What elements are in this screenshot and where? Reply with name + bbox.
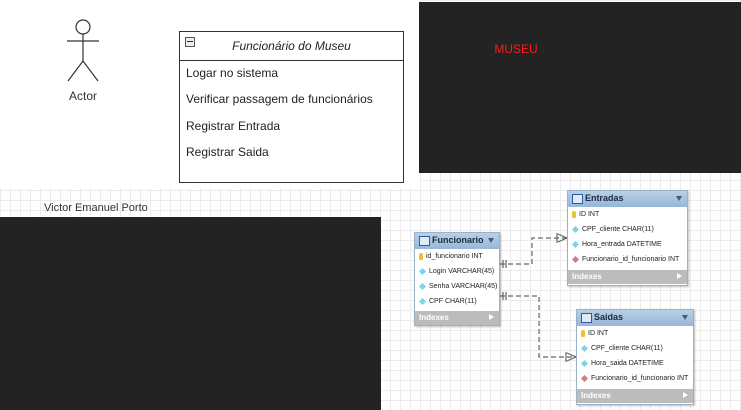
dark-panel — [0, 217, 381, 410]
er-column-label: Funcionario_id_funcionario INT — [591, 375, 689, 382]
chevron-right-icon[interactable] — [489, 314, 494, 320]
er-table-header[interactable]: Funcionario — [415, 233, 499, 249]
uml-item-logar[interactable]: Logar no sistema — [186, 66, 279, 80]
uml-class-header: Funcionário do Museu — [180, 32, 403, 61]
museu-label: MUSEU — [494, 42, 538, 56]
primary-key-icon — [581, 330, 585, 337]
primary-key-icon — [572, 211, 576, 218]
er-column[interactable]: Hora_saida DATETIME — [580, 359, 664, 368]
chevron-down-icon[interactable] — [676, 196, 682, 201]
column-icon — [571, 240, 580, 249]
er-table-header[interactable]: Entradas — [568, 191, 687, 207]
column-icon — [580, 344, 589, 353]
er-column[interactable]: id_funcionario INT — [419, 253, 483, 260]
column-icon — [571, 225, 580, 234]
chevron-right-icon[interactable] — [683, 392, 688, 398]
museu-panel — [419, 2, 741, 173]
er-indexes-label: Indexes — [572, 272, 602, 281]
uml-class-box[interactable]: Funcionário do Museu Logar no sistema Ve… — [179, 31, 404, 183]
er-table-title: Entradas — [585, 193, 624, 203]
column-icon — [418, 297, 427, 306]
chevron-down-icon[interactable] — [488, 238, 494, 243]
uml-item-entrada[interactable]: Registrar Entrada — [186, 119, 281, 133]
collapse-icon[interactable] — [185, 37, 195, 47]
er-indexes-label: Indexes — [419, 313, 449, 322]
er-column[interactable]: Funcionario_id_funcionario INT — [580, 374, 689, 383]
author-name: Victor Emanuel Porto — [44, 202, 148, 214]
er-table-saidas[interactable]: Saidas ID INT CPF_cliente CHAR(11) Hora_… — [576, 309, 694, 405]
table-icon — [581, 313, 592, 323]
er-indexes-label: Indexes — [581, 391, 611, 400]
er-indexes-bar[interactable]: Indexes — [568, 270, 687, 284]
relationship-funcionario-saidas[interactable] — [500, 292, 577, 362]
chevron-down-icon[interactable] — [682, 315, 688, 320]
er-column-label: CPF CHAR(11) — [429, 298, 477, 305]
er-column[interactable]: Login VARCHAR(45) — [418, 267, 495, 276]
uml-class-title: Funcionário do Museu — [232, 39, 351, 53]
er-column-label: CPF_cliente CHAR(11) — [591, 345, 663, 352]
uml-item-verificar[interactable]: Verificar passagem de funcionários — [186, 92, 373, 106]
er-column-label: Funcionario_id_funcionario INT — [582, 256, 680, 263]
actor-figure[interactable] — [67, 19, 99, 82]
er-column-label: Hora_saida DATETIME — [591, 360, 664, 367]
relationship-funcionario-entradas[interactable] — [500, 233, 568, 268]
table-icon — [572, 194, 583, 204]
column-icon — [418, 282, 427, 291]
er-column-label: Senha VARCHAR(45) — [429, 283, 498, 290]
er-indexes-bar[interactable]: Indexes — [577, 389, 693, 403]
er-table-header[interactable]: Saidas — [577, 310, 693, 326]
er-column[interactable]: CPF_cliente CHAR(11) — [571, 225, 654, 234]
er-column[interactable]: Hora_entrada DATETIME — [571, 240, 662, 249]
er-column-label: CPF_cliente CHAR(11) — [582, 226, 654, 233]
er-column[interactable]: CPF CHAR(11) — [418, 297, 477, 306]
uml-item-saida[interactable]: Registrar Saida — [186, 145, 269, 159]
er-table-entradas[interactable]: Entradas ID INT CPF_cliente CHAR(11) Hor… — [567, 190, 688, 286]
er-column[interactable]: Senha VARCHAR(45) — [418, 282, 498, 291]
er-column[interactable]: ID INT — [581, 330, 608, 337]
er-table-title: Saidas — [594, 312, 624, 322]
er-column-label: Hora_entrada DATETIME — [582, 241, 662, 248]
er-column[interactable]: CPF_cliente CHAR(11) — [580, 344, 663, 353]
actor-label: Actor — [68, 89, 97, 103]
er-column-label: id_funcionario INT — [426, 253, 483, 260]
er-column[interactable]: ID INT — [572, 211, 599, 218]
foreign-key-icon — [580, 374, 589, 383]
column-icon — [580, 359, 589, 368]
er-column-label: ID INT — [588, 330, 609, 337]
column-icon — [418, 267, 427, 276]
foreign-key-icon — [571, 255, 580, 264]
er-column-label: Login VARCHAR(45) — [429, 268, 495, 275]
er-indexes-bar[interactable]: Indexes — [415, 311, 499, 325]
er-column[interactable]: Funcionario_id_funcionario INT — [571, 255, 680, 264]
table-icon — [419, 236, 430, 246]
chevron-right-icon[interactable] — [677, 273, 682, 279]
er-table-title: Funcionario — [432, 235, 484, 245]
primary-key-icon — [419, 253, 423, 260]
er-table-funcionario[interactable]: Funcionario id_funcionario INT Login VAR… — [414, 232, 500, 326]
er-column-label: ID INT — [579, 211, 600, 218]
